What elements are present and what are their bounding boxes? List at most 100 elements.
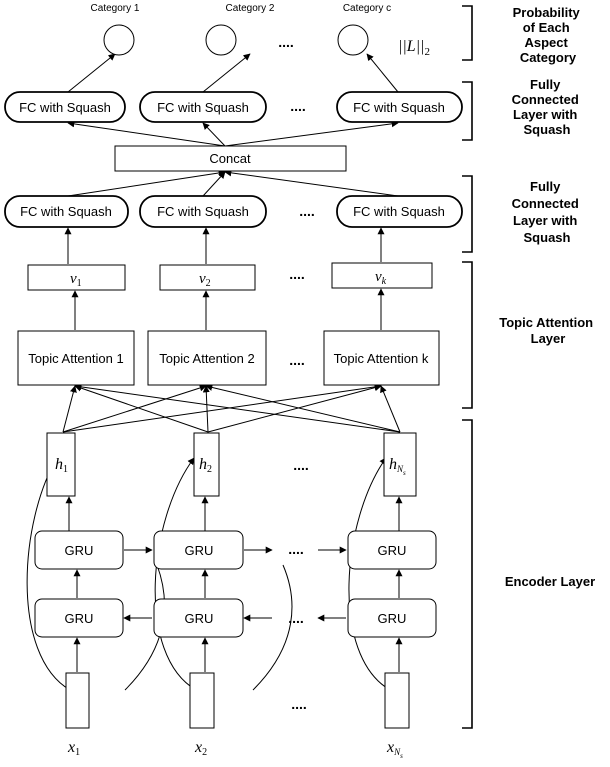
category-label-2: Category 2 — [226, 3, 275, 14]
norm-label: ||L||2 — [398, 38, 430, 58]
topic-attention-label-2: Topic Attention 2 — [159, 351, 254, 366]
hidden-state-sub-1: 1 — [63, 464, 68, 475]
edge-fc-1-to-concat — [67, 169, 226, 197]
edge-h2-to-tak — [207, 384, 382, 433]
bracket-encoder — [462, 419, 473, 729]
hidden-state-n — [383, 432, 417, 497]
fc-bottom-label-k: FC with Squash — [353, 204, 445, 219]
layer-label-probability-line-4: Category — [520, 50, 577, 65]
fc-top-label-2: FC with Squash — [157, 100, 249, 115]
fc-bottom-label-2: FC with Squash — [157, 204, 249, 219]
layer-label-fc-top-line-2: Connected — [512, 92, 579, 107]
edge-h1-to-ta2 — [62, 384, 207, 433]
edge-hn-to-tak — [380, 385, 401, 433]
topic-attention-node-k — [323, 330, 440, 386]
layer-label-fc-bottom-line-2: Connected — [512, 196, 579, 211]
input-base-n: x — [386, 739, 394, 756]
layer-label-probability-line-1: Probability — [513, 5, 581, 20]
gru-backward-label-1: GRU — [65, 611, 94, 626]
topic-vector-k — [331, 262, 433, 289]
output-layer: Category 1 Category 2 Category c .... ||… — [91, 3, 430, 58]
hidden-state-label-2: h2 — [199, 456, 212, 475]
edge-skip-xn-to-hn — [348, 457, 391, 691]
gru-forward-label-2: GRU — [185, 543, 214, 558]
layer-label-fc-bottom-line-3: Layer with — [513, 213, 577, 228]
gru-forward-label-1: GRU — [65, 543, 94, 558]
hidden-state-sub-n: N — [396, 464, 404, 474]
layer-label-probability-line-3: Aspect — [525, 35, 569, 50]
topic-attention-label-k: Topic Attention k — [334, 351, 429, 366]
gru-backward-layer: GRU GRU .... GRU — [34, 598, 437, 638]
edge-concat-to-fc-1 — [67, 120, 226, 147]
fc-top-label-c: FC with Squash — [353, 100, 445, 115]
edge-concat-to-fc-c — [224, 120, 399, 147]
edge-fc-to-output-c — [366, 53, 399, 93]
layer-label-probability: Probability of Each Aspect Category — [513, 5, 584, 65]
norm-base: ||L|| — [398, 38, 425, 55]
input-sub-1: 1 — [75, 747, 80, 758]
norm-subscript: 2 — [425, 46, 431, 58]
topic-vector-2 — [159, 264, 256, 291]
fc-bottom-node-2 — [139, 195, 267, 228]
input-1 — [65, 672, 90, 729]
gru-forward-dots: .... — [288, 541, 304, 557]
bracket-fc-top — [462, 81, 473, 141]
layer-label-fc-bottom: Fully Connected Layer with Squash — [512, 179, 583, 245]
edge-concat-to-fc-2 — [202, 122, 226, 147]
input-label-n: xNs — [386, 739, 403, 760]
gru-forward-2 — [153, 530, 244, 570]
fc-bottom-node-1 — [4, 195, 129, 228]
output-node-c — [337, 24, 369, 56]
fc-top-dots: .... — [290, 98, 306, 114]
hidden-state-base-2: h — [199, 456, 207, 473]
input-subsub-n: s — [400, 752, 403, 760]
concat-layer: Concat — [114, 145, 347, 172]
topic-vector-base-1: v — [70, 271, 77, 287]
edge-fc-2-to-concat — [202, 171, 226, 197]
output-node-2 — [205, 24, 237, 56]
output-dots: .... — [278, 34, 294, 50]
input-2 — [189, 672, 215, 729]
fc-top-layer: FC with Squash FC with Squash .... FC wi… — [4, 91, 463, 123]
concat-label: Concat — [209, 151, 251, 166]
edges — [26, 53, 403, 691]
layer-label-encoder: Encoder Layer — [505, 574, 595, 589]
layer-label-fc-bottom-line-4: Squash — [524, 230, 571, 245]
topic-vector-1 — [27, 264, 126, 291]
fc-bottom-layer: FC with Squash FC with Squash .... FC wi… — [4, 195, 463, 228]
edge-skip-x2-to-gru-dots — [252, 564, 293, 691]
topic-vector-sub-k: k — [382, 276, 387, 287]
topic-vector-dots: .... — [289, 266, 305, 282]
topic-vector-sub-2: 2 — [206, 278, 211, 289]
fc-top-label-1: FC with Squash — [19, 100, 111, 115]
input-dots: .... — [291, 696, 307, 712]
layer-label-topic-line-2: Layer — [531, 331, 566, 346]
fc-top-node-1 — [4, 91, 126, 123]
edge-fc-to-output-2 — [202, 53, 251, 93]
output-node-1 — [103, 24, 135, 56]
topic-vector-sub-1: 1 — [77, 278, 82, 289]
input-base-1: x — [67, 739, 75, 756]
fc-bottom-label-1: FC with Squash — [20, 204, 112, 219]
bracket-probability — [462, 5, 473, 61]
concat-node — [114, 145, 347, 172]
topic-attention-dots: .... — [289, 352, 305, 368]
category-label-c: Category c — [343, 3, 391, 14]
hidden-state-label-1: h1 — [55, 456, 68, 475]
layer-label-fc-bottom-line-1: Fully — [530, 179, 561, 194]
layer-label-fc-top-line-1: Fully — [530, 77, 561, 92]
edge-h2-to-ta1 — [74, 384, 209, 433]
topic-vector-label-2: v2 — [199, 271, 211, 289]
gru-backward-2 — [153, 598, 244, 638]
topic-vector-base-2: v — [199, 271, 206, 287]
hidden-state-sub-2: 2 — [207, 464, 212, 475]
bracket-fc-bottom — [462, 175, 473, 253]
gru-forward-layer: GRU GRU .... GRU — [34, 530, 437, 570]
edge-fc-k-to-concat — [224, 169, 399, 197]
topic-vector-label-k: vk — [375, 269, 387, 287]
gru-backward-dots: .... — [288, 610, 304, 626]
hidden-state-1 — [46, 432, 76, 497]
fc-bottom-dots: .... — [299, 203, 315, 219]
